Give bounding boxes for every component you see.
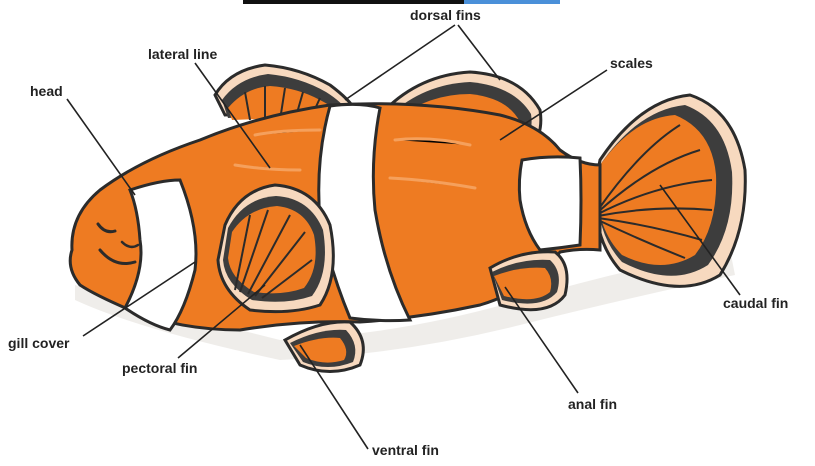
label-dorsal-fins: dorsal fins [410,8,481,22]
ventral-fin-shape [285,322,363,372]
label-scales: scales [610,56,653,70]
label-ventral-fin: ventral fin [372,443,439,457]
label-pectoral-fin: pectoral fin [122,361,197,375]
leader-head [67,99,135,195]
anal-fin-shape [490,252,567,310]
top-bar-blue [464,0,560,4]
label-lateral-line: lateral line [148,47,217,61]
caudal-fin-shape [596,95,746,286]
label-anal-fin: anal fin [568,397,617,411]
label-gill-cover: gill cover [8,336,69,350]
top-bar-dark [243,0,464,4]
label-caudal-fin: caudal fin [723,296,788,310]
label-head: head [30,84,63,98]
